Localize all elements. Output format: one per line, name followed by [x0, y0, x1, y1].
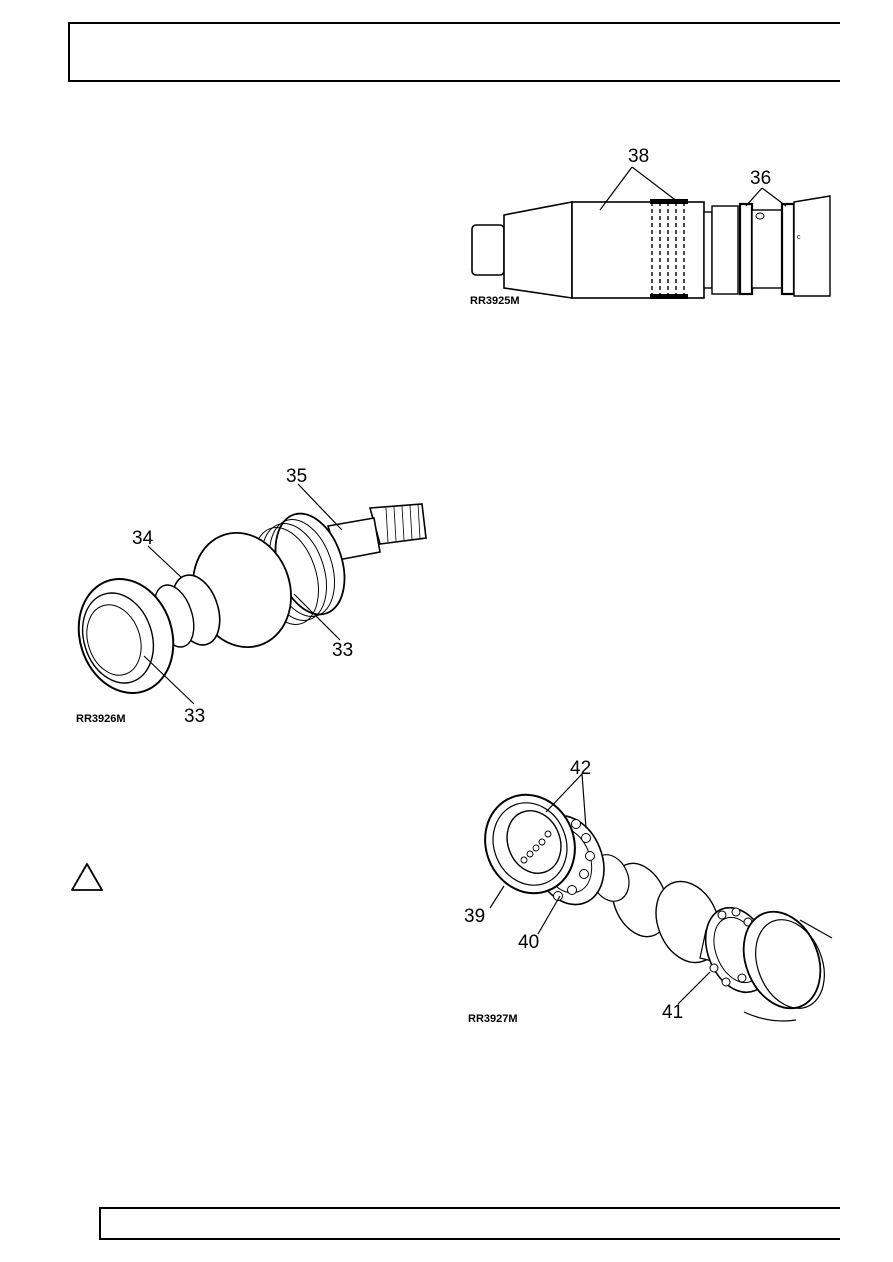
figure-rr3925m: c 38 36 RR3925M: [460, 140, 840, 315]
svg-text:c: c: [797, 234, 801, 241]
callout-38: 38: [628, 146, 649, 167]
figure-ref-label: RR3926M: [76, 713, 126, 725]
callout-42: 42: [570, 758, 591, 779]
callout-40: 40: [518, 932, 539, 953]
caution-triangle-icon: [70, 862, 104, 892]
page-footer-box: [99, 1207, 840, 1240]
callout-36: 36: [750, 168, 771, 189]
callout-33-bottom: 33: [184, 706, 205, 727]
callout-35: 35: [286, 466, 307, 487]
figure-rr3927m: 42 39 40 41 RR3927M: [460, 750, 840, 1035]
callout-34: 34: [132, 528, 154, 549]
callout-33-right: 33: [332, 640, 353, 661]
figure-rr3926m: 35 34 33 33 RR3926M: [70, 460, 440, 730]
figure-ref-label: RR3927M: [468, 1013, 518, 1025]
page-header-box: [68, 22, 840, 82]
figure-ref-label: RR3925M: [470, 295, 520, 307]
callout-41: 41: [662, 1002, 683, 1023]
callout-39: 39: [464, 906, 485, 927]
